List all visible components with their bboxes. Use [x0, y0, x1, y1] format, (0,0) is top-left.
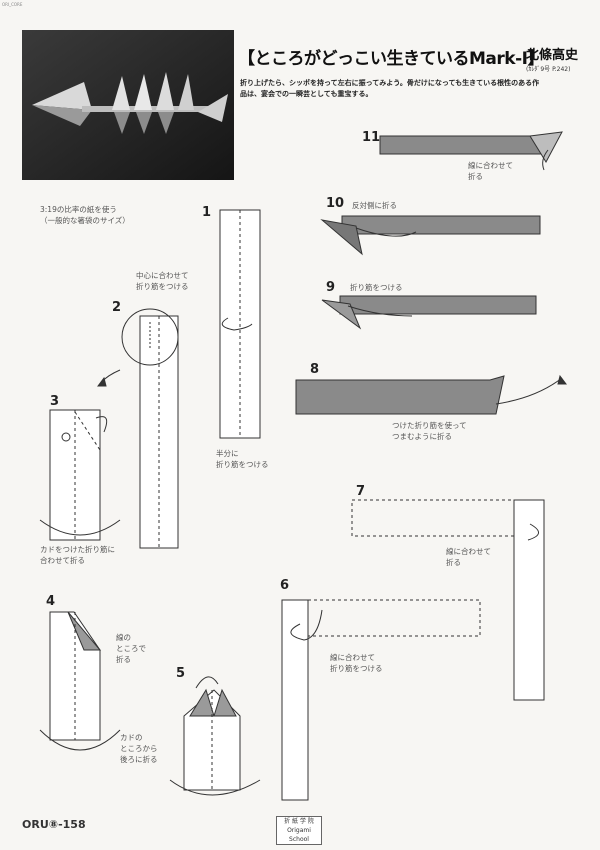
model-photo — [22, 30, 234, 180]
step-number-3: 3 — [50, 394, 60, 409]
step-number-8: 8 — [310, 362, 320, 377]
corner-mark: ORI_CORE — [2, 2, 23, 7]
fish-bone-model-image — [22, 30, 234, 180]
step-number-1: 1 — [202, 205, 212, 220]
step-number-2: 2 — [112, 300, 122, 315]
step6-instruction: 線に合わせて 折り筋をつける — [330, 653, 383, 673]
step4-instruction: 線の ところで 折る — [116, 633, 146, 664]
intro-text: 折り上げたら、シッポを持って左右に振ってみよう。骨だけになっても生きている根性の… — [240, 79, 540, 98]
author-name: 北條高史 — [526, 48, 579, 63]
step10-instruction: 反対側に折る — [352, 201, 397, 210]
step2-instruction: 中心に合わせて 折り筋をつける — [136, 271, 189, 291]
step-number-9: 9 — [326, 280, 336, 295]
paper-size-note: 3:19の比率の紙を使う （一般的な箸袋のサイズ） — [40, 205, 130, 225]
page-number: ORU⑧-158 — [22, 818, 86, 831]
step-number-6: 6 — [280, 578, 290, 593]
stamp-line-2: Origami School — [287, 827, 311, 843]
author-reference: (ｶﾚﾀﾞ9号 P.242) — [526, 66, 571, 73]
step11-tail — [529, 131, 563, 164]
step8-paper — [295, 375, 505, 415]
step3-instruction: カドをつけた折り筋に 合わせて折る — [40, 545, 115, 565]
step9-instruction: 折り筋をつける — [350, 283, 403, 292]
step10-paper — [341, 215, 541, 235]
step7-instruction: 線に合わせて 折る — [446, 547, 491, 567]
page-title: 【ところがどっこい生きているMark-Ⅰ】 — [238, 49, 544, 69]
stamp-line-1: 折 紙 学 院 — [284, 818, 314, 825]
step-number-10: 10 — [326, 196, 345, 211]
step10-head — [320, 219, 363, 256]
step11-instruction: 線に合わせて 折る — [468, 161, 513, 181]
school-stamp: 折 紙 学 院 Origami School — [276, 816, 322, 845]
step2-magnifier — [121, 308, 179, 366]
step-number-5: 5 — [176, 666, 186, 681]
step7-paper — [513, 499, 545, 701]
step5-instruction: カドの ところから 後ろに折る — [120, 733, 158, 764]
step-number-7: 7 — [356, 484, 366, 499]
step6-paper — [281, 599, 309, 801]
step1-arrow — [221, 317, 253, 331]
step-number-11: 11 — [362, 130, 381, 145]
step7-guide — [351, 499, 515, 537]
step-number-4: 4 — [46, 594, 56, 609]
step8-instruction: つけた折り筋を使って つまむように折る — [392, 421, 467, 441]
step1-instruction: 半分に 折り筋をつける — [216, 449, 269, 469]
step4-back-flap — [67, 611, 102, 651]
step11-paper — [379, 135, 551, 155]
step6-guide — [307, 599, 481, 637]
